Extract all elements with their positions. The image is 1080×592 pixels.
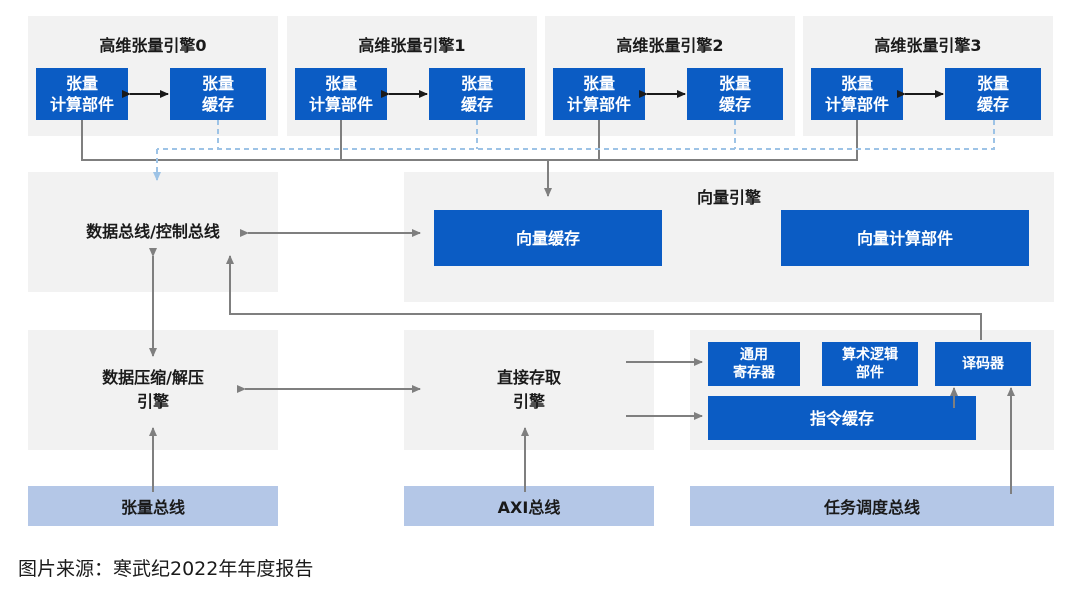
compression-engine-panel: 数据压缩/解压 引擎 bbox=[28, 330, 278, 450]
axi-bus: AXI总线 bbox=[404, 486, 654, 526]
tensor-cache: 张量 缓存 bbox=[687, 68, 783, 120]
vector-cache: 向量缓存 bbox=[434, 210, 662, 266]
dma-engine-panel: 直接存取 引擎 bbox=[404, 330, 654, 450]
tensor-engine-1: 高维张量引擎1 张量 计算部件 张量 缓存 bbox=[287, 16, 537, 136]
tensor-engine-title: 高维张量引擎1 bbox=[358, 36, 466, 55]
tensor-compute-unit: 张量 计算部件 bbox=[553, 68, 645, 120]
compression-engine-label: 数据压缩/解压 引擎 bbox=[102, 368, 204, 411]
tensor-engine-title: 高维张量引擎0 bbox=[99, 36, 207, 55]
tensor-engine-title: 高维张量引擎2 bbox=[616, 36, 724, 55]
alu: 算术逻辑 部件 bbox=[822, 342, 918, 386]
tensor-compute-unit: 张量 计算部件 bbox=[295, 68, 387, 120]
data-control-bus-label: 数据总线/控制总线 bbox=[86, 222, 220, 241]
tensor-engine-3: 高维张量引擎3 张量 计算部件 张量 缓存 bbox=[803, 16, 1053, 136]
control-unit-panel: 通用 寄存器 算术逻辑 部件 译码器 指令缓存 bbox=[690, 330, 1054, 450]
tensor-engine-0: 高维张量引擎0 张量 计算部件 张量 缓存 bbox=[28, 16, 278, 136]
instruction-cache: 指令缓存 bbox=[708, 396, 976, 440]
data-control-bus-panel: 数据总线/控制总线 bbox=[28, 172, 278, 292]
dma-engine-label: 直接存取 引擎 bbox=[496, 368, 561, 411]
tensor-engine-title: 高维张量引擎3 bbox=[874, 36, 982, 55]
tensor-bus: 张量总线 bbox=[28, 486, 278, 526]
figure-caption: 图片来源：寒武纪2022年年度报告 bbox=[18, 558, 314, 580]
decoder: 译码器 bbox=[935, 342, 1031, 386]
general-registers: 通用 寄存器 bbox=[708, 342, 800, 386]
tensor-cache: 张量 缓存 bbox=[945, 68, 1041, 120]
vector-engine-panel: 向量引擎 向量缓存 向量计算部件 bbox=[404, 172, 1054, 302]
tensor-engine-2: 高维张量引擎2 张量 计算部件 张量 缓存 bbox=[545, 16, 795, 136]
tensor-compute-unit: 张量 计算部件 bbox=[36, 68, 128, 120]
vector-engine-title: 向量引擎 bbox=[696, 188, 761, 207]
task-scheduling-bus: 任务调度总线 bbox=[690, 486, 1054, 526]
vector-compute-unit: 向量计算部件 bbox=[781, 210, 1029, 266]
tensor-cache: 张量 缓存 bbox=[429, 68, 525, 120]
tensor-cache: 张量 缓存 bbox=[170, 68, 266, 120]
tensor-compute-unit: 张量 计算部件 bbox=[811, 68, 903, 120]
